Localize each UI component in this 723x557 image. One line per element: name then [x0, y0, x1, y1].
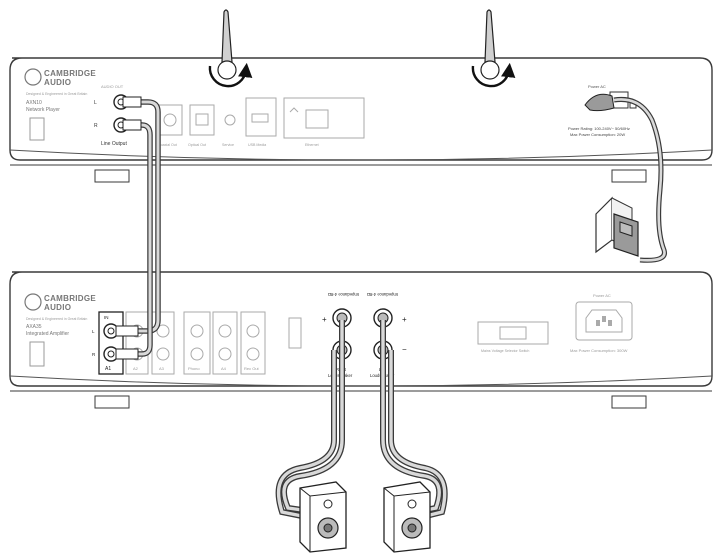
amp-product: Integrated Amplifier: [26, 331, 69, 337]
network-player-unit: CAMBRIDGE AUDIO Designed & Engineered in…: [9, 9, 713, 183]
rca-interconnect-cable: [115, 96, 161, 360]
np-optical-port-icon: [189, 104, 215, 136]
np-port-coaxial: Coaxial Out: [158, 143, 177, 147]
np-port-usb: USB Media: [248, 143, 266, 147]
amp-power-ac-label: Power AC: [593, 293, 611, 298]
wall-outlet-icon: [595, 196, 639, 257]
power-cable: [584, 93, 667, 263]
antenna-icon[interactable]: [471, 9, 516, 88]
amp-brand-line2: AUDIO: [44, 303, 71, 312]
loudspeaker-icon: [383, 481, 431, 553]
amplifier-foot-left: [94, 395, 130, 409]
network-player-logo-icon: [24, 68, 42, 86]
amp-plus-right: +: [322, 315, 327, 324]
np-channel-right: R: [94, 123, 98, 129]
amp-impedance-left: Impedance 4-8Ω: [367, 292, 398, 297]
np-brand-line2: AUDIO: [44, 78, 71, 87]
np-channel-left: L: [94, 100, 97, 106]
amp-input-a4: A4: [221, 366, 227, 371]
usb-port-icon: [245, 97, 277, 137]
speaker-cables: [275, 320, 448, 519]
amp-brand-line1: CAMBRIDGE: [44, 294, 96, 303]
amp-tagline: Designed & Engineered in Great Britain: [26, 317, 87, 321]
amplifier-foot-right: [611, 395, 647, 409]
amp-minus-left: −: [402, 345, 407, 354]
np-coaxial-port-icon: [157, 104, 183, 136]
amp-plus-left: +: [402, 315, 407, 324]
amp-input-phono: Phono: [188, 366, 200, 371]
amp-input-a1-group: [98, 311, 124, 375]
np-port-service: Service: [222, 143, 234, 147]
amplifier-logo-icon: [24, 293, 42, 311]
np-tagline: Designed & Engineered in Great Britain: [26, 92, 87, 96]
amp-channel-in: IN: [104, 315, 109, 320]
np-power-ac-label: Power AC: [588, 84, 606, 89]
np-model: AXN10: [26, 100, 42, 106]
np-power-rating: Power Rating: 100-240V~ 50/60Hz: [568, 126, 630, 131]
rotate-arrow-icon: [471, 62, 516, 88]
np-port-ethernet: Ethernet: [305, 143, 319, 147]
np-product: Network Player: [26, 107, 60, 113]
np-brand-line1: CAMBRIDGE: [44, 69, 96, 78]
loudspeaker-icon: [299, 481, 347, 553]
amp-other-inputs: [125, 311, 266, 375]
amp-impedance-right: Impedance 4-8Ω: [328, 292, 359, 297]
network-player-foot-right: [611, 169, 647, 183]
network-player-lid-edge: [9, 149, 713, 161]
rotate-arrow-icon: [208, 62, 253, 88]
amp-voltage-selector-label: Mains Voltage Selector Switch: [481, 349, 529, 353]
iec-socket-icon[interactable]: [575, 301, 633, 341]
amp-channel-right: R: [92, 352, 96, 357]
amplifier-unit: CAMBRIDGE AUDIO Designed & Engineered in…: [9, 271, 713, 409]
amp-input-a3: A3: [159, 366, 165, 371]
np-section-audio-out: AUDIO OUT: [101, 84, 124, 89]
antenna-icon[interactable]: [208, 9, 253, 88]
amplifier-lid-edge: [9, 375, 713, 387]
amp-input-rec-out: Rec Out: [244, 366, 260, 371]
np-max-power: Max Power Consumption: 20W: [570, 132, 625, 137]
np-cert-badge: [29, 117, 45, 141]
np-port-optical: Optical Out: [188, 143, 206, 147]
ethernet-port-icon: [283, 97, 365, 139]
amp-cert-badge: [29, 341, 45, 367]
network-player-foot-left: [94, 169, 130, 183]
np-line-output-label: Line Output: [101, 141, 127, 147]
amp-input-a1: A1: [105, 366, 111, 372]
amp-input-a2: A2: [133, 366, 139, 371]
amp-service-port: [288, 317, 302, 349]
amp-channel-left: L: [92, 329, 95, 334]
power-plug-icon: [613, 213, 639, 257]
np-service-port-icon: [224, 114, 236, 126]
amp-model: AXA35: [26, 324, 42, 330]
amp-max-power: Max Power Consumption: 300W: [570, 348, 628, 353]
